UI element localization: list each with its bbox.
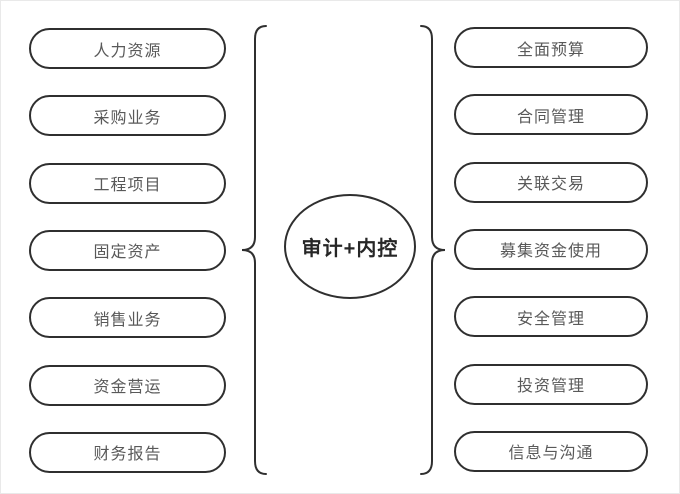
right-brace xyxy=(420,25,446,475)
diagram-node: 资金营运 xyxy=(29,364,226,406)
diagram-node: 募集资金使用 xyxy=(454,228,648,270)
center-node-label: 审计+内控 xyxy=(301,238,399,260)
right-column: 全面预算 合同管理 关联交易 募集资金使用 安全管理 投资管理 信息与沟通 xyxy=(454,27,648,472)
diagram-node: 投资管理 xyxy=(454,363,648,405)
diagram-node: 关联交易 xyxy=(454,161,648,203)
diagram-node: 合同管理 xyxy=(454,94,648,136)
diagram-node: 全面预算 xyxy=(454,27,648,68)
diagram-node: 财务报告 xyxy=(29,431,226,473)
diagram-node: 固定资产 xyxy=(29,229,226,271)
diagram-node: 采购业务 xyxy=(29,95,226,137)
left-column: 人力资源 采购业务 工程项目 固定资产 销售业务 资金营运 财务报告 xyxy=(29,28,226,473)
center-node: 审计+内控 xyxy=(284,194,416,299)
diagram-node: 信息与沟通 xyxy=(454,430,648,472)
left-brace xyxy=(241,25,267,475)
diagram-node: 工程项目 xyxy=(29,162,226,204)
diagram-node: 人力资源 xyxy=(29,28,226,69)
diagram-node: 安全管理 xyxy=(454,296,648,338)
diagram-node: 销售业务 xyxy=(29,297,226,339)
